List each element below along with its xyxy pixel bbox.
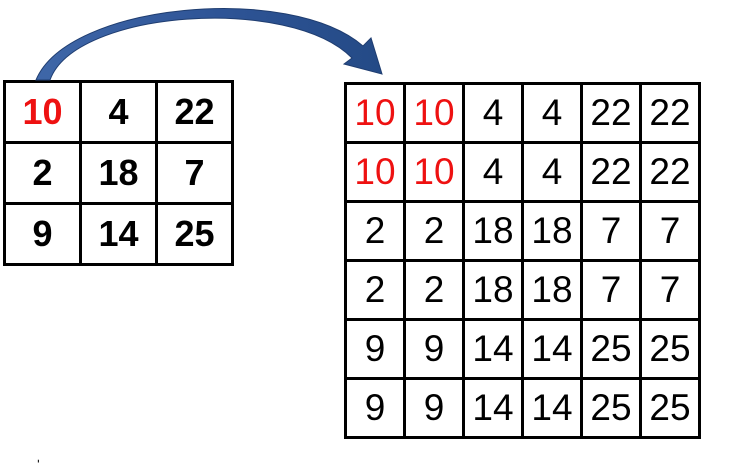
matrix-cell: 22 [639, 141, 701, 203]
matrix-cell-highlighted: 10 [344, 141, 406, 203]
matrix-cell-highlighted: 10 [344, 82, 406, 144]
matrix-cell: 9 [403, 318, 465, 380]
matrix-cell: 2 [403, 259, 465, 321]
table-row: 10 10 4 4 22 22 [344, 82, 701, 144]
matrix-cell: 25 [155, 202, 234, 266]
matrix-cell: 9 [344, 377, 406, 439]
table-row: 2 2 18 18 7 7 [344, 259, 701, 321]
matrix-cell: 4 [462, 141, 524, 203]
matrix-cell-highlighted: 10 [403, 141, 465, 203]
table-row: 10 4 22 [3, 80, 234, 144]
matrix-cell: 14 [462, 318, 524, 380]
matrix-cell: 2 [344, 200, 406, 262]
table-row: 2 18 7 [3, 141, 234, 205]
matrix-cell: 2 [403, 200, 465, 262]
matrix-cell: 14 [79, 202, 158, 266]
matrix-cell: 25 [639, 377, 701, 439]
matrix-cell: 7 [155, 141, 234, 205]
matrix-cell: 25 [580, 377, 642, 439]
matrix-cell: 18 [79, 141, 158, 205]
table-row: 10 10 4 4 22 22 [344, 141, 701, 203]
matrix-cell: 2 [344, 259, 406, 321]
matrix-cell: 18 [521, 200, 583, 262]
table-row: 9 9 14 14 25 25 [344, 318, 701, 380]
table-row: 9 9 14 14 25 25 [344, 377, 701, 439]
matrix-cell: 14 [462, 377, 524, 439]
table-row: 2 2 18 18 7 7 [344, 200, 701, 262]
matrix-cell: 25 [639, 318, 701, 380]
matrix-cell: 2 [3, 141, 82, 205]
matrix-cell: 9 [403, 377, 465, 439]
matrix-cell: 9 [344, 318, 406, 380]
matrix-cell: 4 [521, 82, 583, 144]
matrix-cell: 22 [155, 80, 234, 144]
matrix-cell: 7 [580, 200, 642, 262]
matrix-cell: 22 [580, 141, 642, 203]
matrix-cell: 7 [580, 259, 642, 321]
arrow-body [35, 8, 383, 81]
small-matrix: 10 4 22 2 18 7 9 14 25 [3, 80, 234, 266]
matrix-cell: 7 [639, 200, 701, 262]
matrix-cell: 22 [639, 82, 701, 144]
matrix-cell: 14 [521, 377, 583, 439]
upsampled-matrix: 10 10 4 4 22 22 10 10 4 4 22 22 2 2 18 1… [344, 82, 701, 439]
bottom-text-fragment: ˌ ˈ [26, 459, 146, 467]
matrix-cell-highlighted: 10 [3, 80, 82, 144]
table-row: 9 14 25 [3, 202, 234, 266]
matrix-cell: 4 [521, 141, 583, 203]
matrix-cell: 22 [580, 82, 642, 144]
matrix-cell: 18 [521, 259, 583, 321]
matrix-cell: 18 [462, 200, 524, 262]
matrix-cell: 7 [639, 259, 701, 321]
matrix-cell: 25 [580, 318, 642, 380]
matrix-cell: 14 [521, 318, 583, 380]
matrix-cell: 4 [462, 82, 524, 144]
matrix-cell: 9 [3, 202, 82, 266]
matrix-cell-highlighted: 10 [403, 82, 465, 144]
matrix-cell: 18 [462, 259, 524, 321]
matrix-cell: 4 [79, 80, 158, 144]
